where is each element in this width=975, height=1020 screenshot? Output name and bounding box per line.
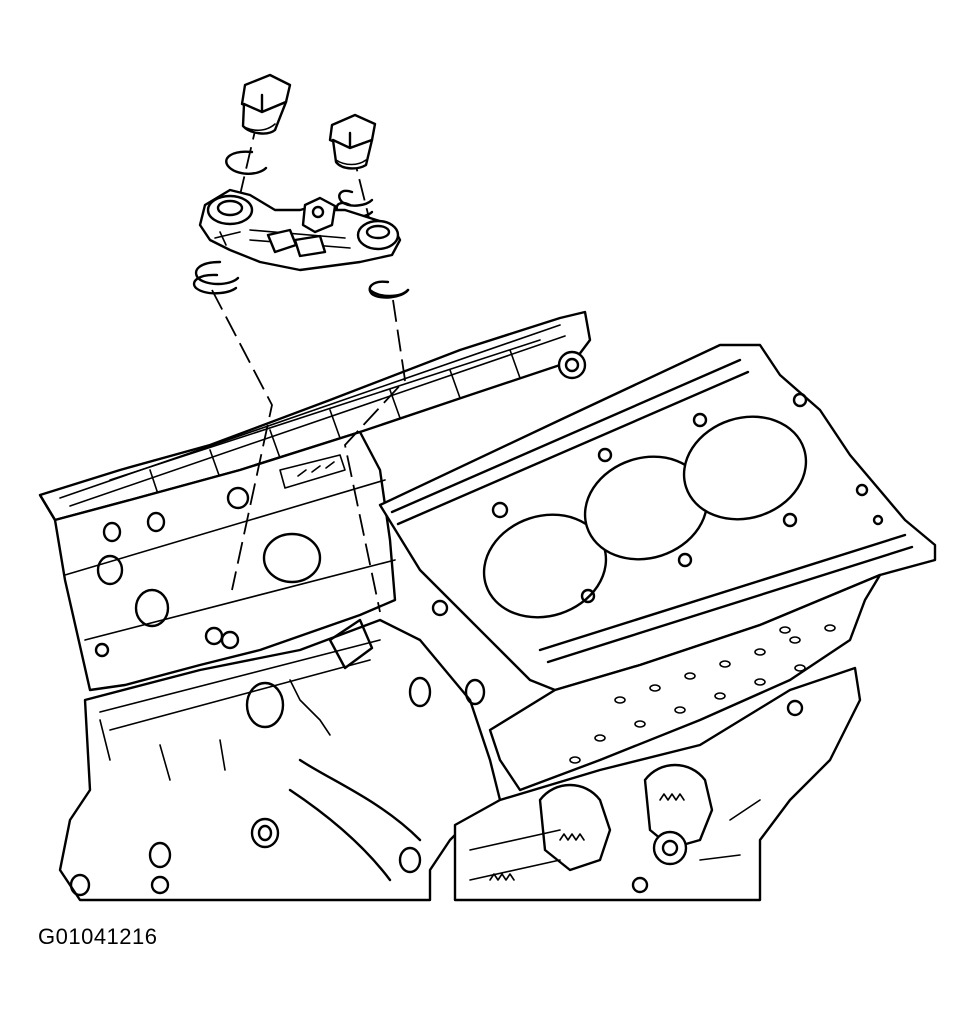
figure-code: G01041216 — [38, 924, 158, 949]
valve-body — [198, 188, 402, 272]
bolt-right — [328, 113, 377, 170]
bolt-left — [240, 73, 292, 135]
engine-block — [38, 310, 937, 902]
engine-diagram — [38, 73, 937, 902]
